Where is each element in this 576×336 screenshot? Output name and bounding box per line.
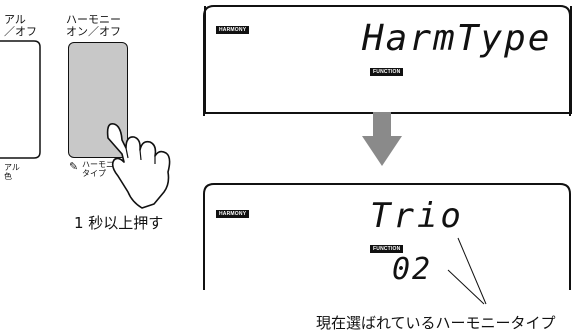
harmony-button-label-bottom: ハーモニー タイプ <box>82 160 122 178</box>
lcd-bottom-text: Trio <box>370 196 464 236</box>
harmony-on-off-button[interactable] <box>68 42 128 158</box>
function-badge-bottom: FUNCTION <box>370 245 404 253</box>
harmony-badge-top: HARMONY <box>216 26 250 34</box>
lcd-bottom-number: 02 <box>392 252 433 287</box>
hold-icon: ✎ <box>69 160 79 173</box>
left-button-label-bottom: アル 色 <box>4 163 20 181</box>
lcd-top-text: HarmType <box>362 18 552 59</box>
pressing-hand-icon <box>106 122 171 209</box>
lcd-bottom-frame <box>203 183 571 290</box>
function-badge-top: FUNCTION <box>370 68 404 76</box>
harmony-badge-bottom: HARMONY <box>216 210 250 218</box>
lcd-top-frame <box>203 5 571 116</box>
current-harmony-type-caption: 現在選ばれているハーモニータイプ <box>316 314 556 332</box>
harmony-button-label-top: ハーモニー オン／オフ <box>66 13 121 38</box>
hold-instruction: 1 秒以上押す <box>74 214 164 232</box>
left-button-label-top: アル ／オフ <box>4 13 37 38</box>
callout-lines <box>447 237 487 305</box>
down-arrow-icon <box>362 112 402 166</box>
left-button-panel[interactable] <box>0 38 50 160</box>
